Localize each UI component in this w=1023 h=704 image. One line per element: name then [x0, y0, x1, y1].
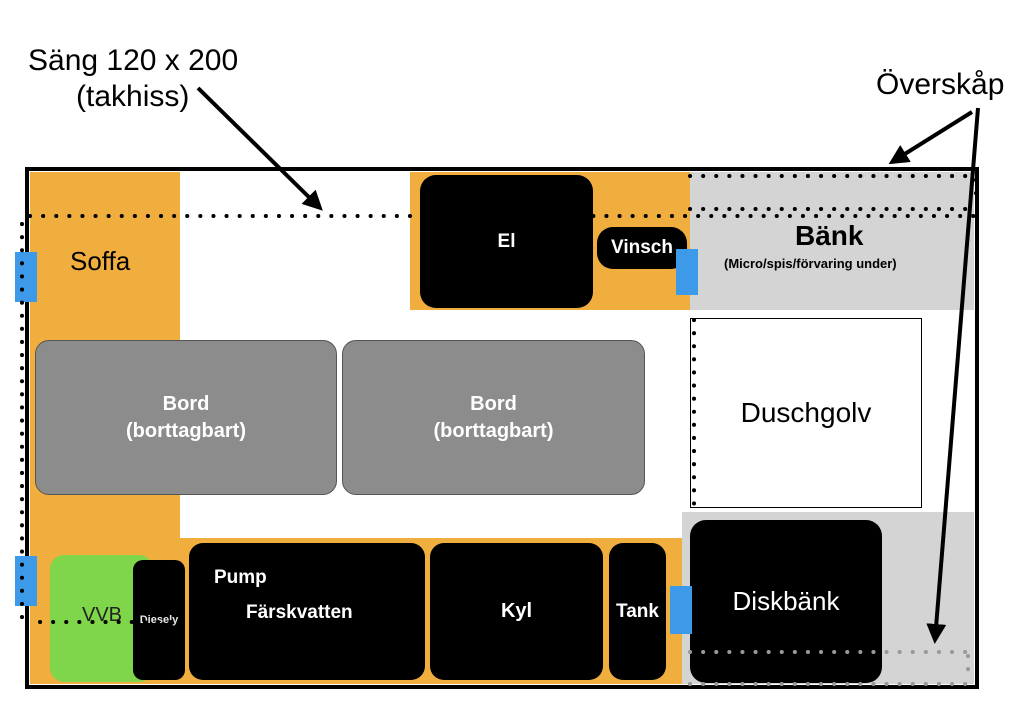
- fridge: Kyl: [430, 543, 603, 680]
- diesel-heater: Diesely: [133, 560, 185, 680]
- window-left-bottom: [15, 556, 37, 606]
- winch-label: Vinsch: [611, 237, 673, 258]
- counter-sublabel: (Micro/spis/förvaring under): [724, 256, 897, 271]
- table-left-label: Bord: [162, 392, 210, 415]
- window-counter: [676, 249, 698, 295]
- fresh-water-label: Färskvatten: [246, 602, 353, 623]
- table-right-sublabel: (borttagbart): [433, 419, 554, 442]
- table-left: Bord (borttagbart): [35, 340, 337, 495]
- sink: Diskbänk: [690, 520, 882, 683]
- shower-label: Duschgolv: [740, 397, 872, 428]
- waste-tank: Tank: [609, 543, 666, 680]
- overhead-cabinet-annotation: Överskåp: [876, 68, 1005, 101]
- shower-floor: Duschgolv: [690, 318, 922, 508]
- table-left-sublabel: (borttagbart): [126, 419, 246, 442]
- sink-label: Diskbänk: [732, 586, 840, 616]
- counter-area: [690, 172, 974, 310]
- table-right-label: Bord: [470, 392, 517, 415]
- window-left-top: [15, 252, 37, 302]
- electrical-label: El: [497, 230, 516, 252]
- water-heater-label: VVB: [82, 604, 123, 626]
- counter-label: Bänk: [795, 220, 864, 251]
- bed-annotation-line1: Säng 120 x 200: [28, 44, 239, 77]
- fresh-water-tank: [189, 543, 425, 680]
- table-right: Bord (borttagbart): [342, 340, 645, 495]
- electrical-box: El: [420, 175, 593, 308]
- pump-label: Pump: [214, 567, 267, 588]
- sofa-label: Soffa: [70, 246, 131, 276]
- diesel-heater-label: Diesely: [139, 614, 179, 626]
- tank-label: Tank: [616, 600, 659, 622]
- bed-annotation-line2: (takhiss): [76, 80, 190, 113]
- winch-box: Vinsch: [597, 227, 687, 269]
- window-door: [670, 586, 692, 634]
- fridge-label: Kyl: [500, 600, 533, 622]
